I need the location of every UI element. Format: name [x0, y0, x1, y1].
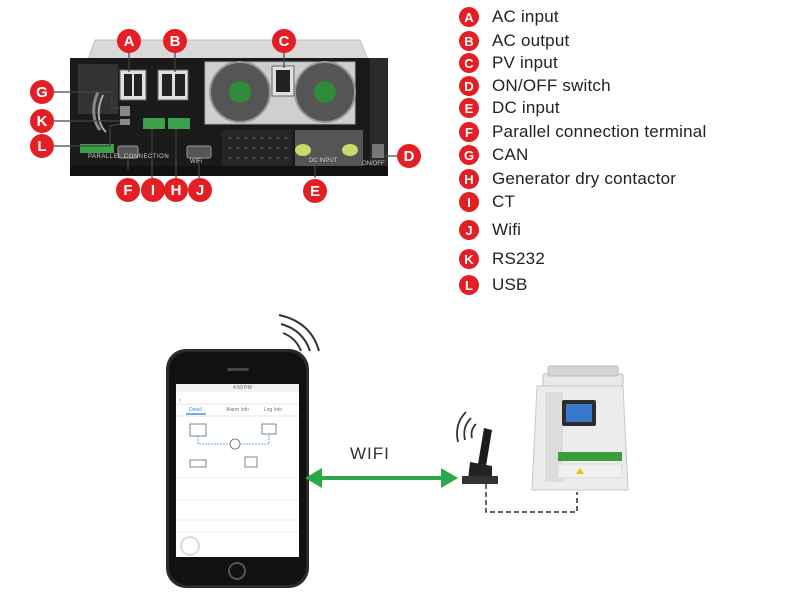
wifi-connection-illustration: ‹: [166, 314, 629, 588]
dc-input-terminals: [295, 144, 358, 156]
callout-l: L: [30, 134, 54, 158]
wifi-port-label: WiFi: [190, 159, 202, 165]
legend-item-on-off-switch: D ON/OFF switch: [459, 75, 611, 97]
legend-badge: H: [459, 169, 479, 189]
legend-badge: A: [459, 7, 479, 27]
callout-d: D: [397, 144, 421, 168]
legend-item-ac-output: B AC output: [459, 30, 569, 52]
cooling-fan-right: [294, 61, 356, 123]
parallel-connection-label: PARALLEL CONNECTION: [88, 154, 170, 160]
legend-label: AC input: [492, 7, 559, 26]
legend-item-ac-input: A AC input: [459, 6, 559, 28]
wifi-link-label: WIFI: [350, 444, 390, 463]
dongle-signal-icon: [456, 411, 477, 443]
ac-output-breaker: [157, 69, 189, 101]
legend-label: USB: [492, 275, 528, 294]
callout-c: C: [272, 29, 296, 53]
phone-signal-icon: [278, 314, 320, 352]
legend-label: DC input: [492, 98, 560, 117]
legend-badge: C: [459, 53, 479, 73]
usb-port: [120, 119, 130, 125]
legend-item-rs232: K RS232: [459, 248, 545, 270]
hybrid-inverter-unit: [531, 365, 629, 491]
dc-input-label: DC INPUT: [309, 158, 338, 164]
legend-label: AC output: [492, 31, 570, 50]
callout-b: B: [163, 29, 187, 53]
callout-e: E: [303, 179, 327, 203]
legend-badge: J: [459, 220, 479, 240]
callout-k: K: [30, 109, 54, 133]
legend-label: ON/OFF switch: [492, 76, 611, 95]
ac-input-breaker: [119, 69, 147, 101]
legend-item-wifi: J Wifi: [459, 219, 521, 241]
legend-item-dc-input: E DC input: [459, 97, 560, 119]
phone-status-time: 4:59 PM: [233, 385, 252, 391]
generator-terminal: [168, 118, 190, 129]
legend-label: CAN: [492, 145, 529, 164]
legend-item-parallel-terminal: F Parallel connection terminal: [459, 121, 706, 143]
callout-j: J: [188, 178, 212, 202]
wifi-dongle: [462, 428, 498, 484]
legend-badge: E: [459, 98, 479, 118]
dongle-cable: [485, 484, 578, 513]
rs232-port: [120, 106, 130, 116]
legend-label: Wifi: [492, 220, 522, 239]
inverter-panel-illustration: [52, 39, 398, 178]
phone-tab-alarm-info[interactable]: Alarm Info: [226, 407, 249, 413]
callout-f: F: [116, 178, 140, 202]
callout-g: G: [30, 80, 54, 104]
svg-text:‹: ‹: [179, 397, 182, 404]
smartphone: ‹: [166, 349, 309, 588]
callout-a: A: [117, 29, 141, 53]
legend-label: Parallel connection terminal: [492, 122, 707, 141]
legend-badge: D: [459, 76, 479, 96]
legend-badge: B: [459, 31, 479, 51]
legend-label: CT: [492, 192, 516, 211]
wifi-port: [186, 145, 212, 159]
cooling-fan-left: [209, 61, 271, 123]
legend-badge: F: [459, 122, 479, 142]
legend-badge: L: [459, 275, 479, 295]
legend-item-pv-input: C PV input: [459, 52, 558, 74]
wifi-link-arrow: [305, 468, 458, 488]
legend-badge: G: [459, 145, 479, 165]
legend-badge: K: [459, 249, 479, 269]
legend-item-can: G CAN: [459, 144, 529, 166]
legend-item-ct: I CT: [459, 191, 515, 213]
callout-i: I: [141, 178, 165, 202]
legend-label: RS232: [492, 249, 545, 268]
legend-badge: I: [459, 192, 479, 212]
on-off-switch: [372, 144, 384, 158]
ct-terminal: [143, 118, 165, 129]
legend-item-generator-dry-contactor: H Generator dry contactor: [459, 168, 676, 190]
legend-label: Generator dry contactor: [492, 169, 677, 188]
phone-tab-log-info[interactable]: Log Info: [264, 407, 283, 413]
legend-item-usb: L USB: [459, 274, 528, 296]
on-off-label: ON/OFF: [362, 161, 385, 167]
phone-tab-detail[interactable]: Detail: [189, 407, 202, 413]
callout-h: H: [164, 178, 188, 202]
legend-label: PV input: [492, 53, 558, 72]
pv-input-breaker: [271, 65, 295, 97]
